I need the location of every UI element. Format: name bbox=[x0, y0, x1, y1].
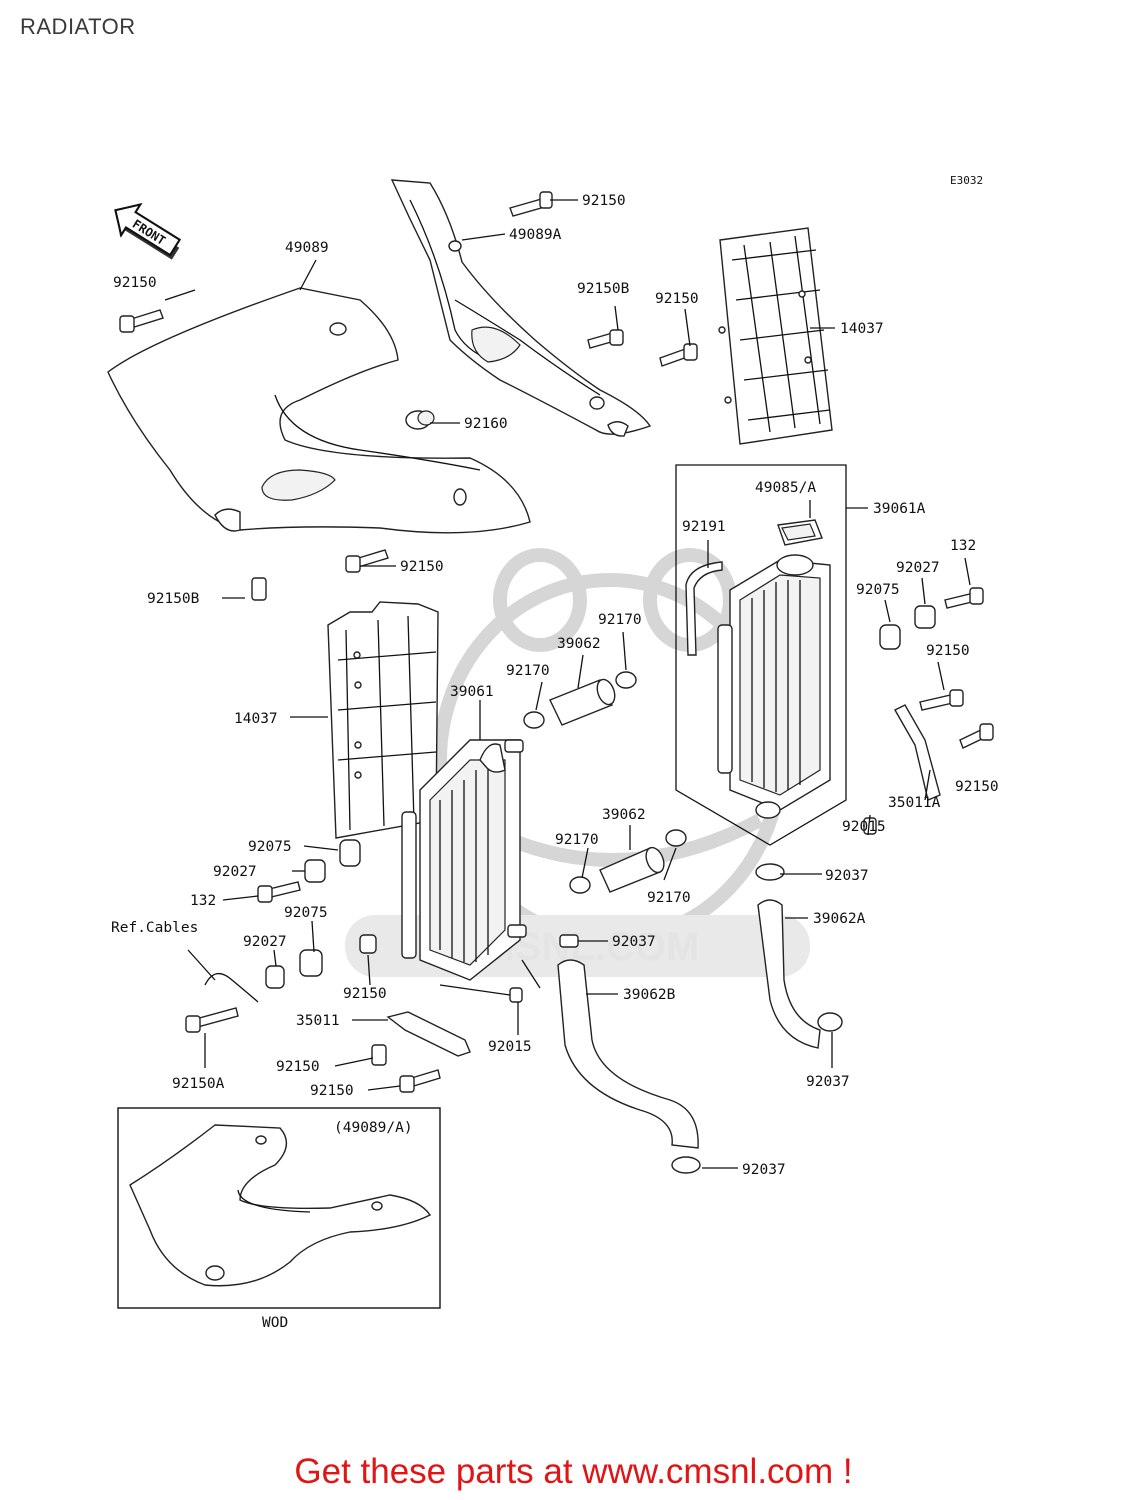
part-label: 92150B bbox=[577, 281, 630, 297]
bracket-35011a bbox=[894, 704, 941, 801]
clamp-icon bbox=[523, 671, 843, 1174]
leader-lines bbox=[164, 199, 971, 1169]
ref-cables-label: Ref.Cables bbox=[111, 920, 198, 936]
hose-39062-lower bbox=[599, 846, 665, 893]
part-label: 92150 bbox=[955, 779, 999, 795]
part-label: 92075 bbox=[248, 839, 292, 855]
front-arrow-icon: FRONT bbox=[114, 203, 181, 260]
assembly-bracket-39061a bbox=[675, 464, 847, 846]
inset-label: (49089/A) bbox=[334, 1120, 413, 1136]
part-label: 92170 bbox=[506, 663, 550, 679]
grommet-icon bbox=[265, 605, 936, 1003]
inset-caption: WOD bbox=[262, 1315, 288, 1331]
part-labels: 92150 49089A 92150B 92150 14037 49089 92… bbox=[113, 193, 999, 1178]
diagram-code: E3032 bbox=[950, 174, 983, 187]
part-label: 92170 bbox=[598, 612, 642, 628]
part-label: 39062 bbox=[602, 807, 646, 823]
breather-tube-92191 bbox=[685, 561, 723, 656]
radiator-39061-left bbox=[401, 739, 527, 981]
part-label: 92075 bbox=[856, 582, 900, 598]
hose-39062-upper bbox=[549, 678, 616, 726]
part-label: 92150 bbox=[276, 1059, 320, 1075]
part-label: 39062A bbox=[813, 911, 866, 927]
part-label: 92150A bbox=[172, 1076, 225, 1092]
radiator-parts-diagram: CMSNL.COM E3032 FRONT bbox=[107, 174, 999, 1331]
promo-footer-link[interactable]: Get these parts at www.cmsnl.com ! bbox=[294, 1452, 853, 1491]
part-label: 92170 bbox=[555, 832, 599, 848]
part-label: 132 bbox=[950, 538, 976, 554]
part-label: 39062 bbox=[557, 636, 601, 652]
radiator-shroud-49089a bbox=[390, 179, 652, 437]
part-label: 39062B bbox=[623, 987, 676, 1003]
part-label: 92150 bbox=[926, 643, 970, 659]
radiator-39061a-right bbox=[717, 554, 831, 819]
part-label: 92037 bbox=[742, 1162, 786, 1178]
part-label: 35011A bbox=[888, 795, 941, 811]
part-label: 14037 bbox=[234, 711, 278, 727]
hose-39062b bbox=[557, 959, 699, 1149]
hose-39062a bbox=[757, 899, 821, 1049]
part-label: 39061A bbox=[873, 501, 926, 517]
part-label: 92150 bbox=[400, 559, 444, 575]
radiator-grille-14037-right bbox=[718, 227, 833, 445]
part-label: 132 bbox=[190, 893, 216, 909]
part-label: 35011 bbox=[296, 1013, 340, 1029]
radiator-shroud-49089 bbox=[107, 287, 531, 534]
part-label: 92027 bbox=[243, 934, 287, 950]
radiator-grille-14037-left bbox=[327, 601, 439, 839]
part-label: 49089 bbox=[285, 240, 329, 256]
part-label: 92170 bbox=[647, 890, 691, 906]
grommet-92160 bbox=[405, 410, 435, 430]
part-label: 49085/A bbox=[755, 480, 816, 496]
inset-shroud-49089a bbox=[129, 1124, 432, 1287]
part-label: 92015 bbox=[842, 819, 886, 835]
part-label: 92160 bbox=[464, 416, 508, 432]
part-label: 49089A bbox=[509, 227, 562, 243]
part-label: 39061 bbox=[450, 684, 494, 700]
part-label: 92075 bbox=[284, 905, 328, 921]
part-label: 92191 bbox=[682, 519, 726, 535]
part-label: 92037 bbox=[612, 934, 656, 950]
bracket-35011 bbox=[386, 1011, 471, 1057]
part-label: 92027 bbox=[213, 864, 257, 880]
part-label: 92150 bbox=[310, 1083, 354, 1099]
radiator-cap-49085a bbox=[777, 519, 823, 546]
part-label: 92037 bbox=[825, 868, 869, 884]
part-label: 92150B bbox=[147, 591, 200, 607]
part-label: 14037 bbox=[840, 321, 884, 337]
page-title: RADIATOR bbox=[20, 14, 136, 39]
part-label: 92150 bbox=[582, 193, 626, 209]
part-label: 92027 bbox=[896, 560, 940, 576]
inset-box bbox=[117, 1107, 441, 1309]
part-label: 92015 bbox=[488, 1039, 532, 1055]
part-label: 92037 bbox=[806, 1074, 850, 1090]
part-label: 92150 bbox=[343, 986, 387, 1002]
part-label: 92150 bbox=[655, 291, 699, 307]
part-label: 92150 bbox=[113, 275, 157, 291]
